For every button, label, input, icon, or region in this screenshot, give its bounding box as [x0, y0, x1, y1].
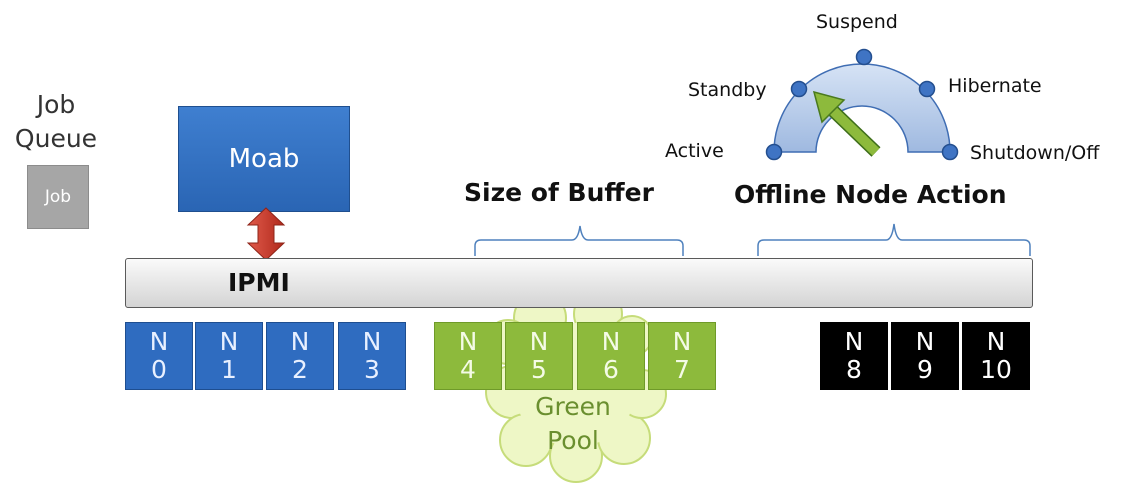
- state-label-standby: Standby: [688, 79, 767, 101]
- node-letter: N: [219, 327, 239, 356]
- node-letter: N: [672, 327, 692, 356]
- node-number: 4: [460, 355, 476, 384]
- offline-action-brace: [757, 223, 1031, 256]
- buffer-brace: [474, 225, 684, 256]
- job-box[interactable]: Job: [27, 165, 89, 229]
- node-letter: N: [986, 327, 1006, 356]
- node-number: 2: [292, 355, 308, 384]
- offline-action-dial: [765, 48, 959, 161]
- node-letter: N: [601, 327, 621, 356]
- node-number: 7: [674, 355, 690, 384]
- node-number: 8: [846, 355, 862, 384]
- state-label-shutdown: Shutdown/Off: [970, 142, 1100, 164]
- node-letter: N: [915, 327, 935, 356]
- dial-marker-hibernate: [918, 80, 936, 98]
- double-arrow-icon: [246, 207, 286, 261]
- state-label-suspend: Suspend: [816, 11, 898, 33]
- node-letter: N: [458, 327, 478, 356]
- state-label-hibernate: Hibernate: [948, 75, 1042, 97]
- job-queue-label: Job Queue: [14, 90, 98, 153]
- node-number: 6: [603, 355, 619, 384]
- node-number: 9: [917, 355, 933, 384]
- node-number: 5: [531, 355, 547, 384]
- node-letter: N: [362, 327, 382, 356]
- ipmi-bar: [125, 258, 1033, 308]
- node-number: 10: [980, 355, 1012, 384]
- buffer-size-heading: Size of Buffer: [464, 178, 654, 207]
- node-letter: N: [290, 327, 310, 356]
- state-label-active: Active: [665, 140, 724, 162]
- node-letter: N: [149, 327, 169, 356]
- dial-marker-standby: [790, 80, 808, 98]
- dial-marker-shutdown: [941, 143, 959, 161]
- node-letter: N: [529, 327, 549, 356]
- ipmi-label: IPMI: [228, 268, 290, 297]
- node-letter: N: [844, 327, 864, 356]
- node-number: 0: [151, 355, 167, 384]
- dial-marker-active: [765, 143, 783, 161]
- green-pool-label: Green Pool: [535, 392, 611, 455]
- offline-node-action-heading: Offline Node Action: [734, 180, 1007, 209]
- moab-box[interactable]: Moab: [178, 106, 350, 212]
- dial-marker-suspend: [855, 48, 873, 66]
- node-number: 1: [221, 355, 237, 384]
- node-number: 3: [364, 355, 380, 384]
